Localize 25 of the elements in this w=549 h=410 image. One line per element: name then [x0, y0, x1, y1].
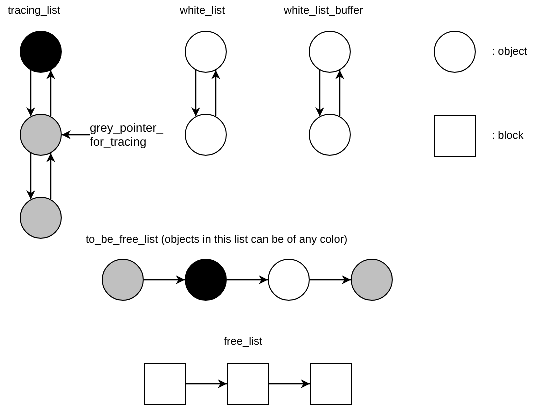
arrow: [212, 70, 220, 117]
arrow: [46, 70, 56, 117]
block-square: [310, 363, 352, 405]
legend-label: : block: [492, 129, 524, 143]
list-title: to_be_free_list (objects in this list can be of any color): [86, 233, 348, 247]
arrow: [310, 276, 351, 284]
arrow: [269, 380, 310, 388]
list-title: free_list: [224, 335, 263, 349]
list-title: tracing_list: [8, 4, 61, 18]
block-square: [227, 363, 269, 405]
arrow: [192, 70, 200, 117]
list-title: white_list_buffer: [284, 4, 364, 18]
legend-label: : object: [492, 45, 528, 59]
arrow: [46, 153, 56, 200]
pointer-label: grey_pointer_ for_tracing: [90, 121, 164, 149]
arrow: [144, 276, 185, 284]
block-square: [144, 363, 186, 405]
list-title: white_list: [180, 4, 226, 18]
arrow: [26, 70, 36, 117]
arrow: [316, 70, 324, 117]
arrow: [227, 276, 268, 284]
arrow: [336, 70, 344, 117]
arrow: [186, 380, 227, 388]
arrow: [62, 130, 90, 140]
arrow: [26, 153, 36, 200]
